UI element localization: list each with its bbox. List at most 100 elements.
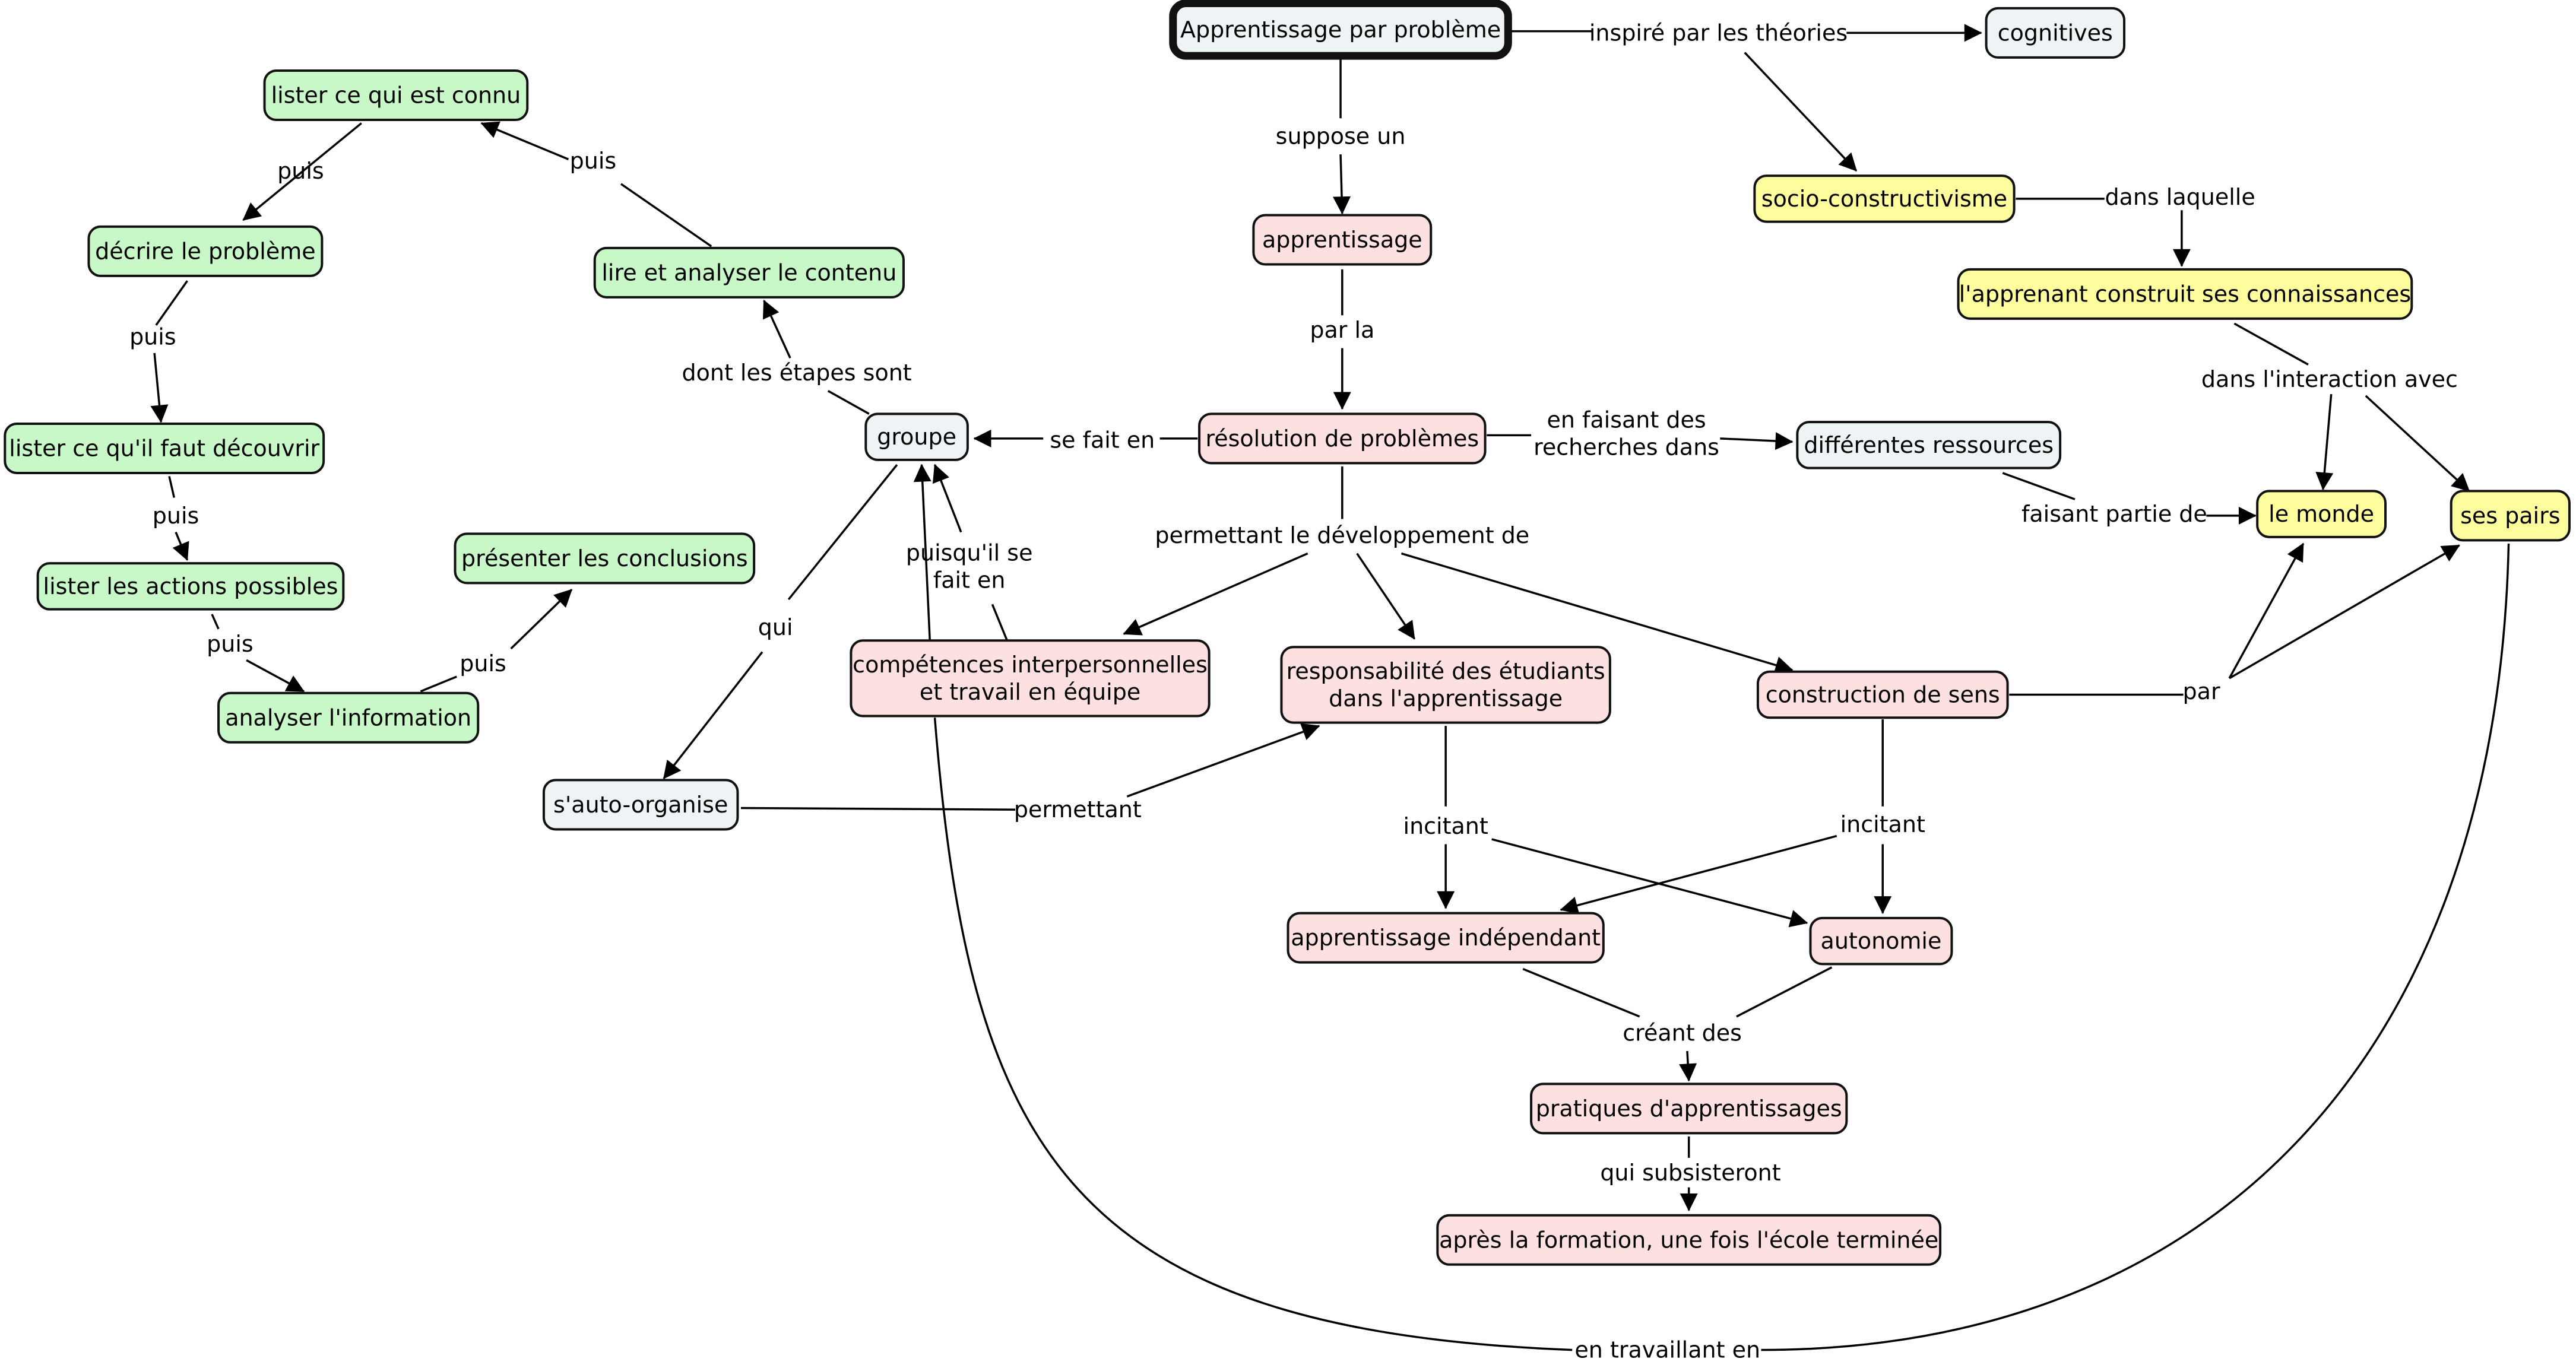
node-box <box>2450 490 2571 542</box>
node-label: le monde <box>2268 501 2374 527</box>
node-pratiques[interactable]: pratiques d'apprentissages <box>1530 1083 1848 1135</box>
node-apprenant[interactable]: l'apprenant construit ses connaissances <box>1957 268 2413 320</box>
edge-line <box>150 353 169 423</box>
node-label: responsabilité des étudiants <box>1287 658 1605 684</box>
node-box <box>1985 7 2126 59</box>
node-box <box>1198 412 1487 465</box>
edge-line <box>663 651 763 779</box>
edge-curve <box>933 718 1573 1351</box>
node-cognitives[interactable]: cognitives <box>1985 7 2126 59</box>
node-label: l'apprenant construit ses connaissances <box>1959 281 2412 307</box>
node-label: socio-constructivisme <box>1761 186 2007 212</box>
edge-line <box>2233 322 2309 366</box>
concept-nodes: Apprentissage par problème cognitives soci… <box>4 0 2571 1266</box>
link-incitant1: incitant <box>1403 813 1488 839</box>
node-box <box>1252 214 1433 266</box>
edge-line <box>2365 395 2470 492</box>
node-presenter[interactable]: présenter les conclusions <box>454 532 756 585</box>
edge-line <box>1744 52 1858 172</box>
node-monde[interactable]: le monde <box>2256 490 2387 538</box>
link-travaillant: en travaillant en <box>1574 1337 1760 1363</box>
link-label: incitant <box>1840 811 1925 837</box>
node-pairs[interactable]: ses pairs <box>2450 490 2571 542</box>
edge-line <box>2228 542 2305 679</box>
link-label: fait en <box>933 567 1006 593</box>
link-puis3: puis <box>129 323 176 350</box>
node-box <box>263 69 529 122</box>
link-label: puis <box>277 158 324 184</box>
node-label: lister les actions possibles <box>43 573 338 599</box>
node-box <box>850 639 1211 718</box>
link-label: puis <box>207 631 254 657</box>
node-groupe[interactable]: groupe <box>864 412 969 461</box>
node-ressources[interactable]: différentes ressources <box>1796 421 2062 469</box>
edge-line <box>1720 432 1794 450</box>
edge-line <box>741 807 1016 811</box>
node-root[interactable]: Apprentissage par problème <box>1169 0 1512 60</box>
link-label: en faisant des <box>1547 407 1706 433</box>
node-box <box>1169 0 1512 60</box>
node-label: dans l'apprentissage <box>1329 685 1563 712</box>
node-box <box>1280 646 1611 724</box>
node-autoorg[interactable]: s'auto-organise <box>542 779 739 831</box>
node-decrire[interactable]: décrire le problème <box>87 225 324 277</box>
link-label: inspiré par les théories <box>1589 20 1848 46</box>
node-label: groupe <box>877 424 956 450</box>
link-puis2: puis <box>570 148 617 174</box>
link-label: recherches dans <box>1533 434 1719 461</box>
link-inspire: inspiré par les théories <box>1589 20 1848 46</box>
node-label: analyser l'information <box>225 704 471 731</box>
link-label: dont les étapes sont <box>682 360 911 386</box>
edge-line <box>2315 393 2334 491</box>
link-label: puisqu'il se <box>906 540 1033 566</box>
node-label: apprentissage indépendant <box>1291 925 1601 951</box>
edge-line <box>1356 553 1416 640</box>
edge-line <box>762 300 791 358</box>
edge-line <box>1126 723 1320 798</box>
node-label: ses pairs <box>2460 503 2560 529</box>
node-analyser[interactable]: analyser l'information <box>217 691 480 744</box>
node-lister-connu[interactable]: lister ce qui est connu <box>263 69 529 122</box>
node-construction[interactable]: construction de sens <box>1756 670 2009 719</box>
node-box <box>1796 421 2062 469</box>
node-autonomie[interactable]: autonomie <box>1809 916 1953 966</box>
link-puis6: puis <box>460 650 506 677</box>
node-label: lister ce qui est connu <box>271 82 521 108</box>
link-label: par <box>2183 678 2220 704</box>
edge-line <box>913 464 931 641</box>
node-apres[interactable]: après la formation, une fois l'école ter… <box>1436 1214 1942 1266</box>
edge-line <box>155 280 188 326</box>
node-box <box>1753 174 2016 223</box>
node-label: s'auto-organise <box>553 792 728 818</box>
node-lister-actions[interactable]: lister les actions possibles <box>36 562 345 611</box>
link-incitant2: incitant <box>1840 811 1925 837</box>
node-label: lire et analyser le contenu <box>601 259 896 285</box>
edge-line <box>246 659 305 693</box>
node-apprentissage[interactable]: apprentissage <box>1252 214 1433 266</box>
edge-line <box>1560 834 1837 915</box>
node-label: et travail en équipe <box>920 679 1140 705</box>
edge-line <box>1123 552 1308 636</box>
edge-line <box>510 589 573 650</box>
node-box <box>1530 1083 1848 1135</box>
node-label: autonomie <box>1821 928 1942 954</box>
link-label: incitant <box>1403 813 1488 839</box>
link-dont: dont les étapes sont <box>682 360 911 386</box>
node-lister-decouvrir[interactable]: lister ce qu'il faut découvrir <box>4 422 325 474</box>
edge-line <box>211 614 220 630</box>
node-independant[interactable]: apprentissage indépendant <box>1287 912 1605 964</box>
node-box <box>4 422 325 474</box>
edge-line <box>991 604 1008 641</box>
node-lire[interactable]: lire et analyser le contenu <box>593 246 905 299</box>
node-box <box>454 532 756 585</box>
node-resolution[interactable]: résolution de problèmes <box>1198 412 1487 465</box>
link-par: par <box>2183 678 2220 704</box>
node-socio[interactable]: socio-constructivisme <box>1753 174 2016 223</box>
edge-curve <box>1761 543 2510 1351</box>
link-label: qui subsisteront <box>1600 1160 1780 1186</box>
